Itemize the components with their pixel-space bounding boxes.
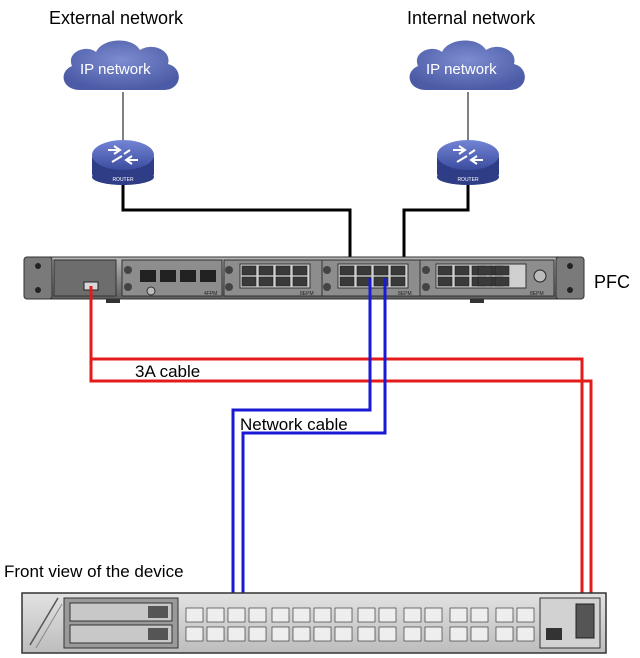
port <box>292 626 311 642</box>
port <box>477 276 493 287</box>
pfc-module-label-4: 8EPM <box>530 291 544 297</box>
port <box>373 265 389 276</box>
port <box>185 626 204 642</box>
port <box>454 276 470 287</box>
port <box>357 607 376 623</box>
pfc-port-array <box>241 265 510 287</box>
pfc-module-label-2: 8EPM <box>300 291 314 297</box>
port <box>258 276 274 287</box>
port <box>378 626 397 642</box>
port <box>292 265 308 276</box>
port <box>516 626 535 642</box>
port <box>390 265 406 276</box>
external-network-label: External network <box>49 8 184 28</box>
port <box>227 607 246 623</box>
front-device-chassis <box>21 592 607 654</box>
port <box>495 607 514 623</box>
port <box>470 607 489 623</box>
port <box>495 626 514 642</box>
port <box>373 276 389 287</box>
port <box>378 607 397 623</box>
port <box>206 607 225 623</box>
port <box>339 265 355 276</box>
internal-network-label: Internal network <box>407 8 536 28</box>
pfc-module-label-1: 4FPM <box>204 291 217 297</box>
router-label-right: ROUTER <box>457 177 479 183</box>
port <box>494 276 510 287</box>
port <box>313 626 332 642</box>
port <box>334 626 353 642</box>
port <box>248 607 267 623</box>
port <box>390 276 406 287</box>
pfc-module-label-3: 8EPM <box>398 291 412 297</box>
port <box>313 607 332 623</box>
port <box>403 626 422 642</box>
port <box>424 626 443 642</box>
port <box>258 265 274 276</box>
router-icon-left: ROUTER <box>92 140 154 185</box>
port <box>334 607 353 623</box>
router-label-left: ROUTER <box>112 177 134 183</box>
port <box>292 276 308 287</box>
port <box>356 265 372 276</box>
port <box>424 607 443 623</box>
port <box>449 626 468 642</box>
port <box>241 276 257 287</box>
port <box>403 607 422 623</box>
cloud-label-internal: IP network <box>426 61 497 78</box>
port <box>470 626 489 642</box>
blue-network-cable-2 <box>241 278 387 633</box>
port <box>271 607 290 623</box>
blue-network-cable-1 <box>231 278 372 633</box>
port <box>516 607 535 623</box>
black-cable-internal <box>402 185 470 270</box>
black-cable-external <box>121 185 352 270</box>
red-3a-cable-2 <box>89 286 593 615</box>
port <box>227 626 246 642</box>
pfc-label: PFC <box>594 272 630 292</box>
port <box>437 276 453 287</box>
cloud-icon-external: IP network <box>63 40 179 90</box>
port <box>275 276 291 287</box>
cloud-icon-internal: IP network <box>409 40 525 90</box>
router-icon-right: ROUTER <box>437 140 499 185</box>
port <box>454 265 470 276</box>
port <box>292 607 311 623</box>
cloud-label-external: IP network <box>80 61 151 78</box>
network-cable-label: Network cable <box>240 415 348 434</box>
port <box>185 607 204 623</box>
front-view-label: Front view of the device <box>4 562 184 581</box>
port <box>437 265 453 276</box>
port <box>248 626 267 642</box>
cable-3a-label: 3A cable <box>135 362 200 381</box>
front-port-array <box>185 607 535 642</box>
port <box>271 626 290 642</box>
port <box>357 626 376 642</box>
port <box>339 276 355 287</box>
port <box>477 265 493 276</box>
port <box>494 265 510 276</box>
port <box>241 265 257 276</box>
port <box>275 265 291 276</box>
port <box>206 626 225 642</box>
port <box>449 607 468 623</box>
